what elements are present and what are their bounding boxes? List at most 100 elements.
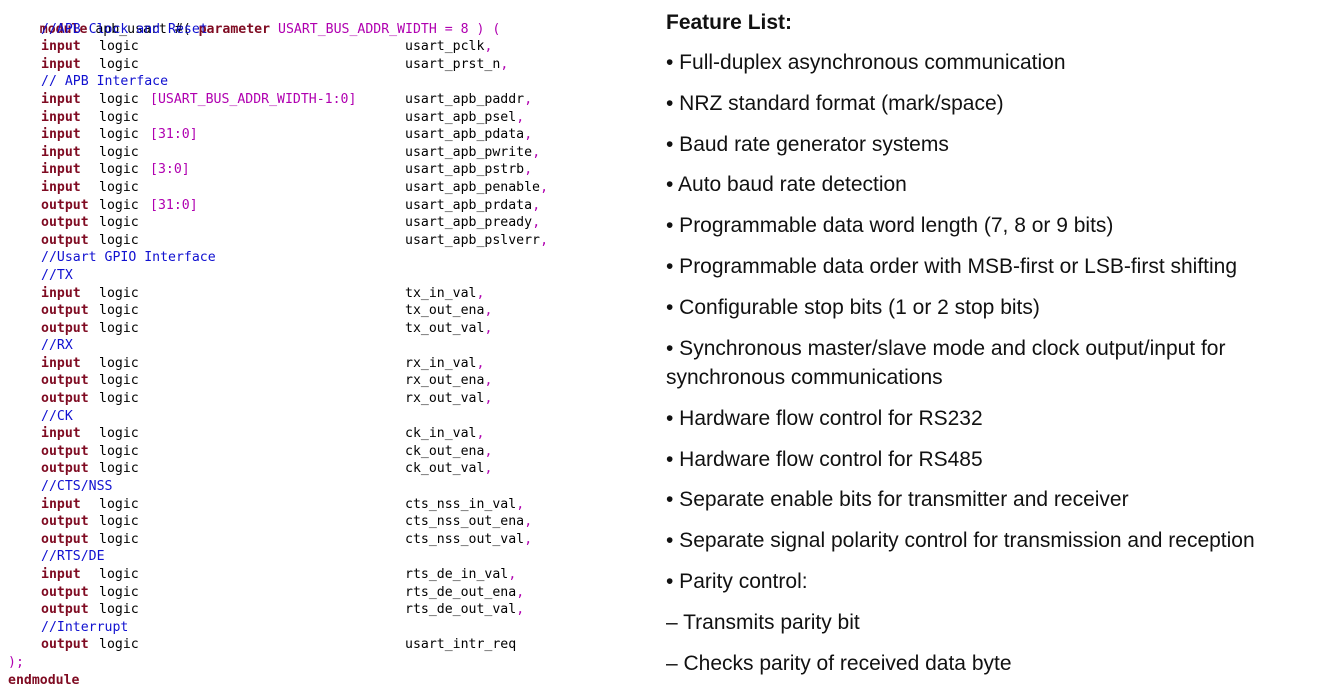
port-direction: output (41, 531, 89, 547)
code-comment-line: //RTS/DE (8, 548, 500, 566)
port-list-close-line: ); (8, 654, 500, 672)
port-type: logic (99, 109, 139, 125)
port-signal-name: tx_out_val (405, 320, 485, 336)
port-type: logic (99, 637, 139, 653)
line-separator: , (532, 197, 541, 213)
feature-item: • Synchronous master/slave mode and cloc… (666, 336, 1226, 390)
line-separator: , (476, 285, 485, 301)
port-type: logic (99, 461, 139, 477)
code-comment: //Interrupt (41, 619, 129, 635)
feature-list-items: • Full-duplex asynchronous communication… (666, 48, 1326, 678)
port-type: logic (99, 426, 139, 442)
line-separator: , (484, 443, 493, 459)
line-separator: , (476, 355, 485, 371)
port-direction: input (41, 426, 81, 442)
port-signal-name: usart_apb_psel (405, 109, 517, 125)
port-type: logic (99, 496, 139, 512)
port-type: logic (99, 179, 139, 195)
port-declaration-line: input logic cts_nss_in_val, (8, 496, 524, 514)
module-keyword: module (39, 21, 88, 37)
port-type: logic (99, 162, 139, 178)
feature-item: • Hardware flow control for RS485 (666, 447, 983, 471)
port-type: logic (99, 391, 139, 407)
endmodule-line: endmodule (8, 672, 500, 690)
port-signal-name: usart_apb_pdata (405, 127, 525, 143)
port-type: logic (99, 91, 139, 107)
feature-item: • NRZ standard format (mark/space) (666, 91, 1004, 115)
port-type: logic (99, 584, 139, 600)
port-signal-name: tx_out_ena (405, 303, 485, 319)
line-separator: , (524, 531, 533, 547)
port-type: logic (99, 514, 139, 530)
port-direction: input (41, 496, 81, 512)
port-signal-name: cts_nss_out_ena (405, 514, 525, 530)
port-signal-name: rx_in_val (405, 355, 477, 371)
line-separator: , (516, 602, 525, 618)
code-comment-line: //CK (8, 408, 500, 426)
port-signal-name: usart_apb_pwrite (405, 144, 533, 160)
line-separator: , (516, 584, 525, 600)
port-signal-name: ck_out_ena (405, 443, 485, 459)
line-separator: , (508, 567, 517, 582)
port-direction: input (41, 39, 81, 55)
code-comment: //CTS/NSS (41, 479, 113, 495)
port-signal-name: tx_in_val (405, 285, 477, 301)
code-comment-line: //TX (8, 267, 500, 285)
code-comment: //RTS/DE (41, 549, 105, 565)
feature-item: • Separate enable bits for transmitter a… (666, 488, 1129, 512)
line-separator: , (484, 461, 493, 477)
feature-item: • Parity control: (666, 570, 808, 594)
port-type: logic (99, 127, 139, 143)
port-list-close: ); (8, 654, 24, 670)
port-signal-name: usart_apb_pslverr (405, 232, 540, 248)
port-signal-name: usart_intr_req (405, 637, 517, 653)
line-separator: , (484, 373, 493, 389)
parameter-declaration: USART_BUS_ADDR_WIDTH = 8 (278, 21, 469, 37)
port-signal-name: rts_de_in_val (405, 567, 509, 582)
code-comment-line: // APB Interface (8, 73, 500, 91)
feature-item: • Programmable data order with MSB-first… (666, 254, 1238, 278)
port-range: [31:0] (150, 197, 198, 213)
port-type: logic (99, 373, 139, 389)
port-signal-name: rts_de_out_val (405, 602, 517, 618)
line-separator: , (524, 162, 533, 178)
port-direction: input (41, 91, 81, 107)
port-signal-name: rx_out_val (405, 391, 485, 407)
feature-item: • Full-duplex asynchronous communication (666, 51, 1066, 74)
line-separator: , (516, 496, 525, 512)
port-direction: input (41, 56, 81, 72)
port-signal-name: usart_apb_pstrb (405, 162, 525, 178)
port-direction: output (41, 602, 89, 618)
port-direction: output (41, 373, 89, 389)
port-type: logic (99, 320, 139, 336)
code-comment: //Usart GPIO Interface (41, 250, 216, 266)
code-comment-line: //RX (8, 337, 500, 355)
port-type: logic (99, 303, 139, 319)
feature-item: – Transmits parity bit (666, 610, 860, 634)
code-comment-line: //Usart GPIO Interface (8, 249, 500, 267)
port-signal-name: cts_nss_in_val (405, 496, 517, 512)
port-direction: output (41, 637, 89, 653)
port-direction: input (41, 567, 81, 582)
port-direction: input (41, 144, 81, 160)
code-comment: // APB Interface (41, 74, 169, 90)
port-type: logic (99, 56, 139, 72)
port-direction: input (41, 127, 81, 143)
port-direction: input (41, 179, 81, 195)
module-name: apb_usart #( (95, 21, 191, 37)
